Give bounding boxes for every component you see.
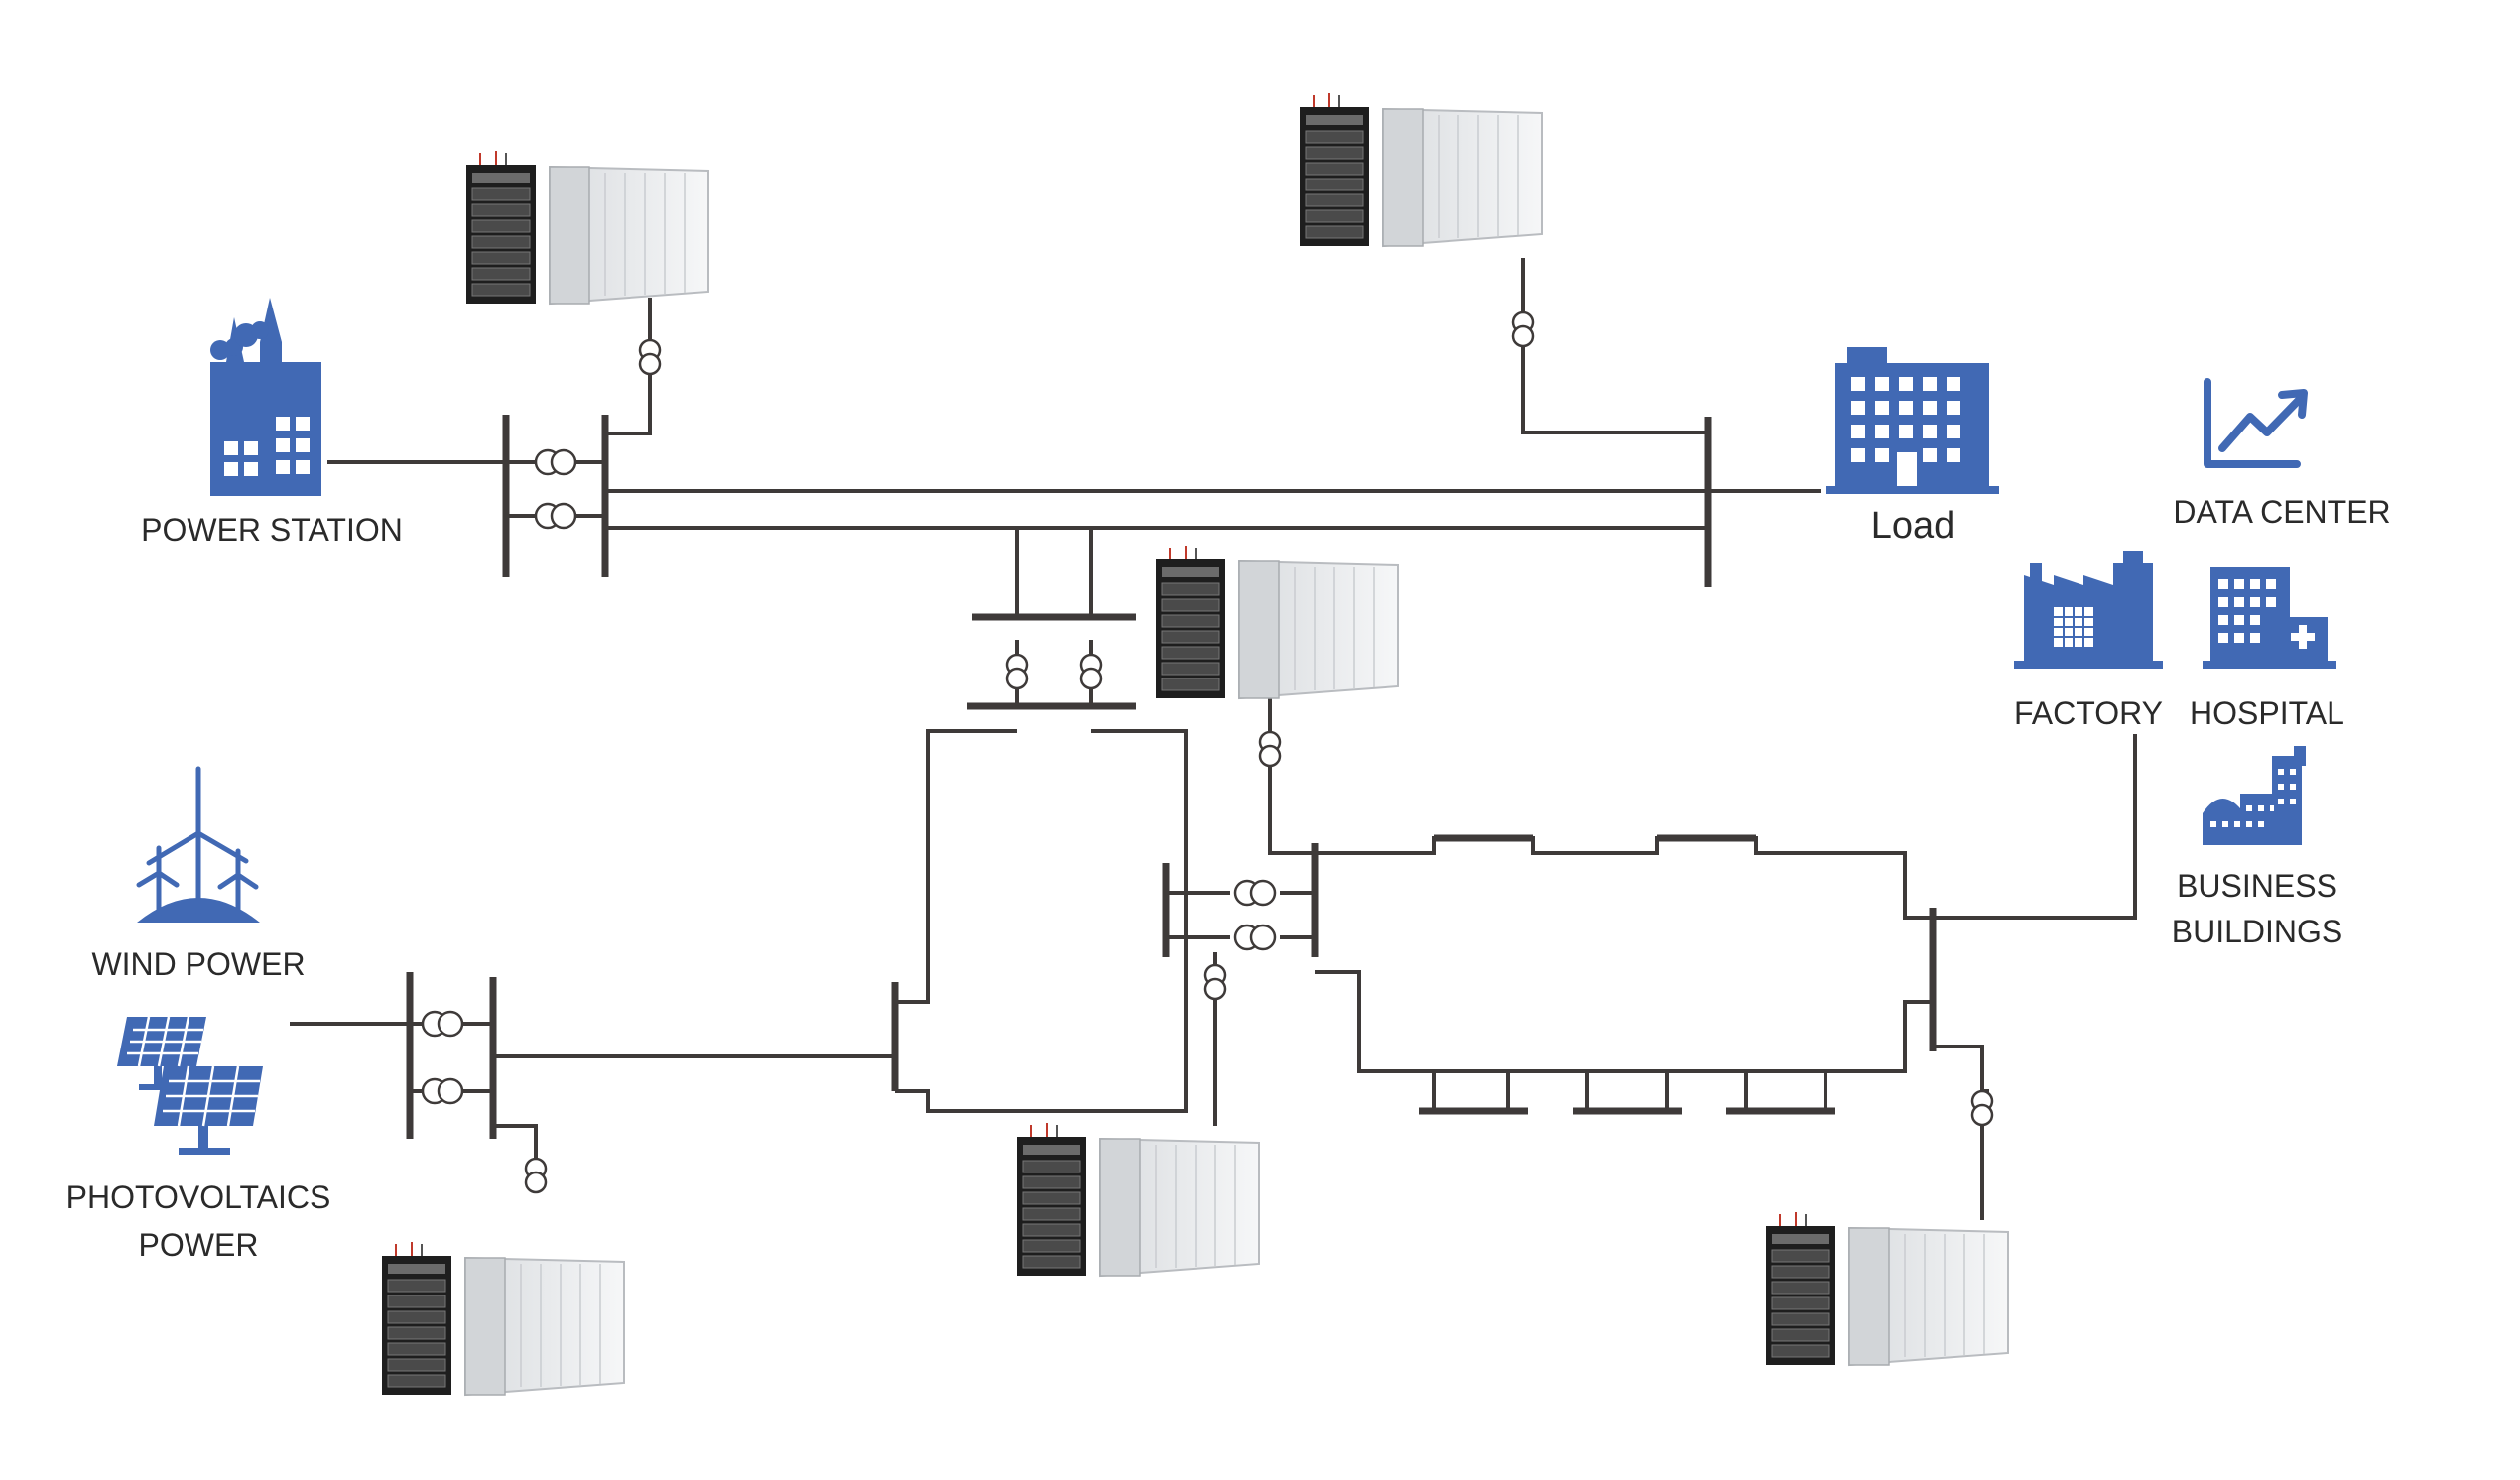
- transformer-icon: [534, 448, 577, 476]
- label-data-center: DATA CENTER: [2173, 494, 2390, 530]
- factory-icon: [2014, 551, 2163, 669]
- battery-container-icon: [1299, 92, 1543, 247]
- label-factory: FACTORY: [2014, 695, 2163, 731]
- transformer-icon: [1233, 879, 1277, 907]
- transformer-icon: [1258, 730, 1282, 768]
- office-building-icon: [1826, 347, 1999, 494]
- bus-bars: [406, 415, 1937, 1139]
- label-business-line1: BUSINESS: [2177, 868, 2337, 904]
- battery-container-icon: [381, 1241, 625, 1396]
- label-load: Load: [1871, 505, 1955, 547]
- transformers: [421, 310, 1994, 1194]
- label-wind-power: WIND POWER: [91, 946, 305, 982]
- transformer-icon: [534, 502, 577, 530]
- label-hospital: HOSPITAL: [2190, 695, 2344, 731]
- chart-up-icon: [2204, 378, 2308, 468]
- storage-units: [381, 92, 2009, 1396]
- label-pv-line2: POWER: [139, 1227, 259, 1263]
- transformer-icon: [421, 1010, 464, 1038]
- transformer-icon: [524, 1157, 548, 1194]
- battery-container-icon: [1016, 1122, 1260, 1277]
- power-station-icon: [210, 298, 321, 496]
- transformer-icon: [638, 338, 662, 376]
- battery-container-icon: [1155, 545, 1399, 699]
- battery-container-icon: [465, 150, 709, 305]
- transformer-icon: [1203, 963, 1227, 1001]
- wind-turbine-icon: [136, 766, 260, 923]
- transformer-icon: [1005, 653, 1029, 690]
- transformer-icon: [1233, 924, 1277, 951]
- label-pv-line1: PHOTOVOLTAICS: [66, 1179, 331, 1215]
- transformer-icon: [1511, 310, 1535, 348]
- hospital-icon: [2203, 567, 2336, 669]
- labels: POWER STATION Load DATA CENTER FACTORY H…: [66, 494, 2391, 1263]
- business-buildings-icon: [2203, 746, 2306, 845]
- transformer-icon: [1079, 653, 1103, 690]
- label-power-station: POWER STATION: [141, 512, 403, 548]
- transformer-icon: [1970, 1089, 1994, 1127]
- label-business-line2: BUILDINGS: [2172, 914, 2342, 949]
- transformer-icon: [421, 1077, 464, 1105]
- solar-panel-icon: [117, 1016, 263, 1155]
- battery-container-icon: [1765, 1211, 2009, 1366]
